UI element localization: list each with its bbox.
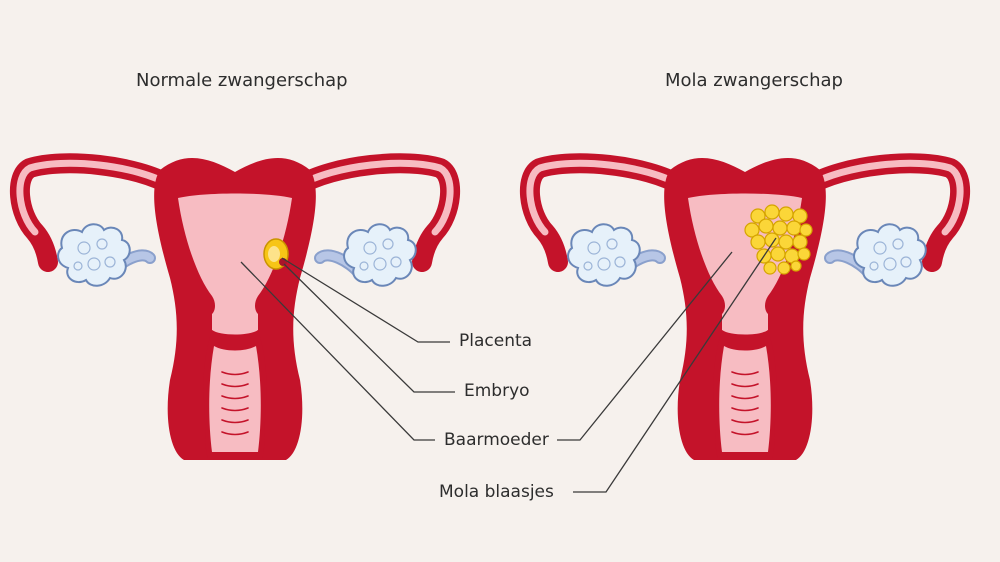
leader-line-uterus bbox=[240, 261, 435, 441]
uterus-normal bbox=[20, 158, 450, 460]
label-uterus: Baarmoeder bbox=[444, 430, 549, 450]
label-embryo: Embryo bbox=[464, 381, 530, 401]
title-molar-pregnancy: Mola zwangerschap bbox=[665, 70, 843, 91]
leader-line-uterus-molar bbox=[557, 251, 733, 441]
leader-lines bbox=[240, 237, 777, 493]
label-placenta: Placenta bbox=[459, 331, 533, 351]
label-mole-vesicles: Mola blaasjes bbox=[439, 482, 554, 502]
title-normal-pregnancy: Normale zwangerschap bbox=[136, 70, 348, 91]
mole-vesicles bbox=[744, 204, 813, 275]
leader-line-mole bbox=[573, 237, 777, 493]
leader-line-placenta bbox=[281, 257, 450, 343]
uterus-molar bbox=[530, 158, 960, 460]
placenta-embryo bbox=[263, 238, 289, 270]
leader-line-embryo bbox=[283, 263, 455, 393]
